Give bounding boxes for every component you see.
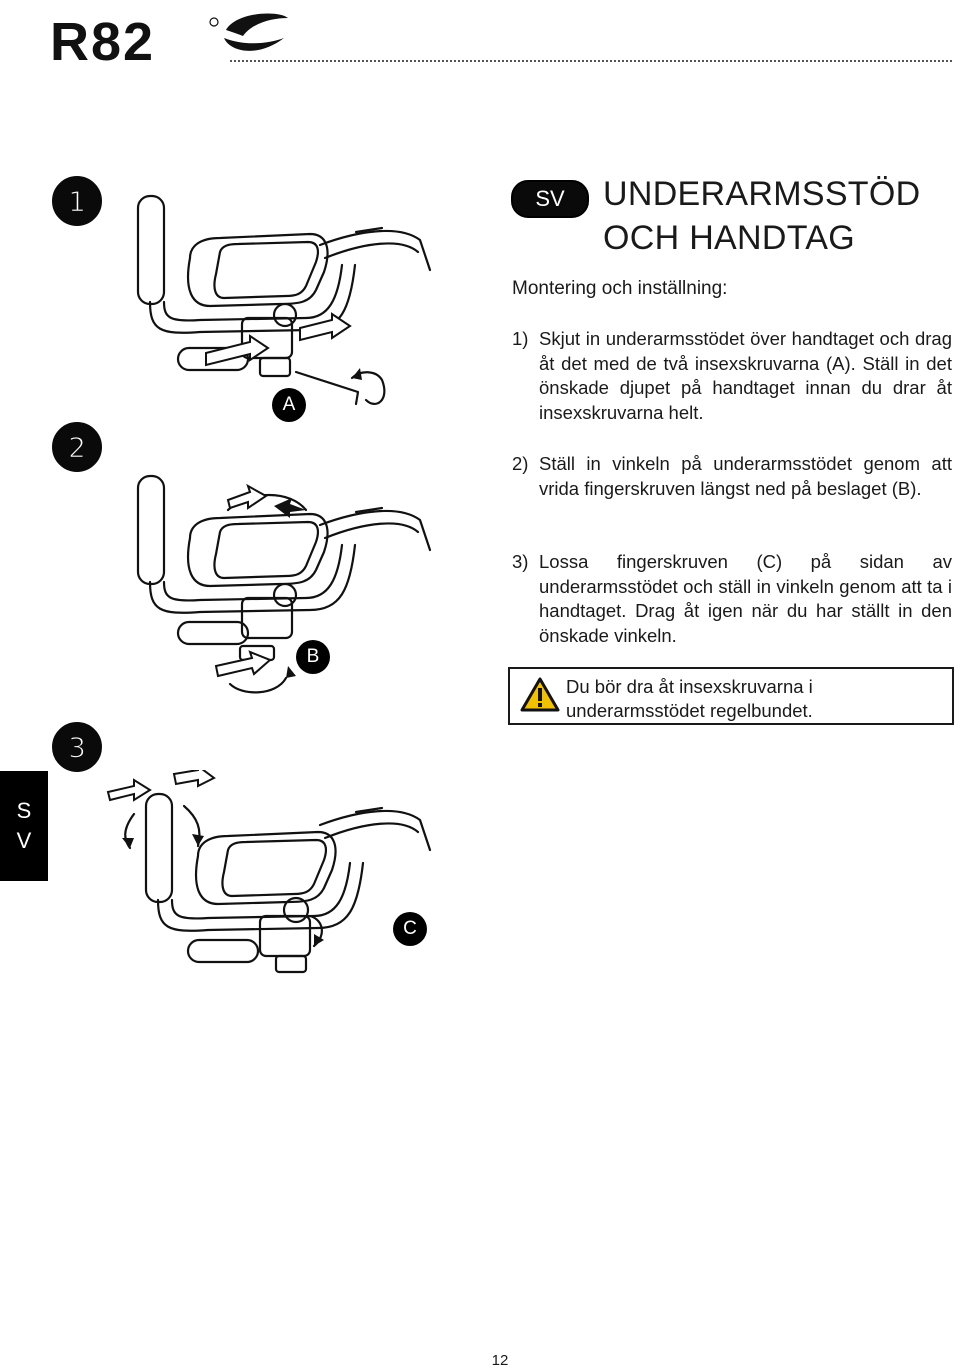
title-line-2: OCH HANDTAG — [603, 219, 856, 257]
side-language-tab: S V — [0, 771, 48, 881]
instruction-3-text: Lossa fingerskruven (C) på sidan av unde… — [539, 551, 952, 646]
step-3-badge: 3 — [52, 722, 102, 772]
side-tab-line-1: S — [16, 798, 32, 823]
warning-text: Du bör dra åt insexskruvarna i underarms… — [566, 676, 813, 721]
page-number: 12 — [491, 1352, 509, 1369]
section-title: UNDERARMSSTÖD OCH HANDTAG — [603, 172, 943, 260]
instruction-2: 2) Ställ in vinkeln på underarmsstödet g… — [512, 452, 952, 501]
warning-icon — [520, 677, 560, 712]
label-c: C — [393, 912, 427, 946]
side-tab-line-2: V — [16, 828, 32, 853]
step-2-badge: 2 — [52, 422, 102, 472]
header-dotted-rule — [230, 60, 952, 62]
armrest-illustration-1 — [136, 194, 432, 406]
instruction-1: 1) Skjut in underarmsstödet över handtag… — [512, 327, 952, 425]
instruction-1-number: 1) — [512, 328, 529, 349]
step-3-number: 3 — [67, 730, 86, 764]
instruction-1-text: Skjut in underarmsstödet över handtaget … — [539, 328, 952, 423]
step-1-number: 1 — [67, 184, 86, 218]
r82-logo: R82 — [50, 12, 288, 66]
warning-box: Du bör dra åt insexskruvarna i underarms… — [508, 667, 954, 725]
armrest-illustration-2 — [136, 474, 432, 694]
instruction-2-number: 2) — [512, 453, 529, 474]
instruction-3: 3) Lossa fingerskruven (C) på sidan av u… — [512, 550, 952, 648]
instruction-3-number: 3) — [512, 551, 529, 572]
instruction-2-text: Ställ in vinkeln på underarmsstödet geno… — [539, 453, 952, 499]
intro-text: Montering och inställning: — [512, 278, 728, 299]
label-a: A — [272, 388, 306, 422]
step-1-badge: 1 — [52, 176, 102, 226]
label-b: B — [296, 640, 330, 674]
title-line-1: UNDERARMSSTÖD — [603, 175, 921, 213]
language-badge: SV — [511, 180, 589, 218]
logo-wordmark: R82 — [50, 12, 155, 66]
step-2-number: 2 — [67, 430, 86, 464]
armrest-illustration-3 — [106, 770, 432, 974]
